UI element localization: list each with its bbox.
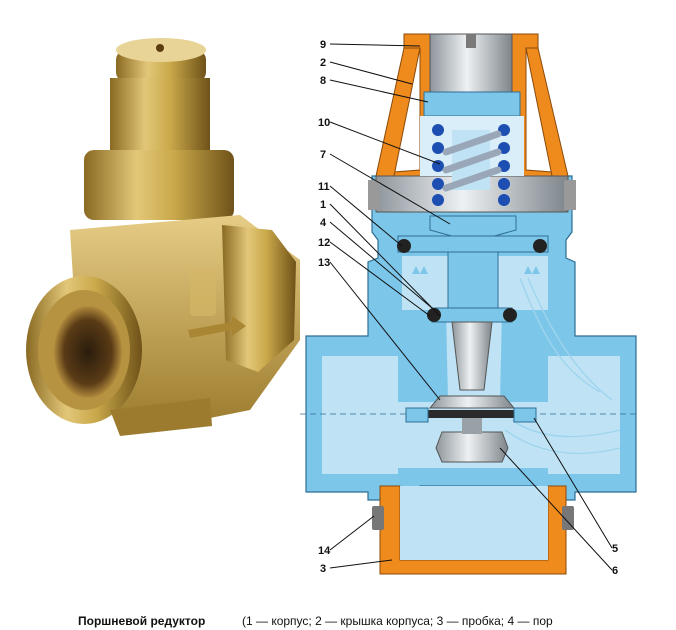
- callout-8: 8: [320, 75, 326, 87]
- brass-valve-photo: [26, 38, 300, 436]
- callout-4: 4: [320, 217, 327, 229]
- callout-7: 7: [320, 149, 326, 161]
- figure-caption: Поршневой редуктор (1 — корпус; 2 — крыш…: [78, 614, 676, 628]
- callout-9: 9: [320, 39, 326, 51]
- callout-1: 1: [320, 199, 326, 211]
- cross-section-diagram: [300, 33, 640, 575]
- flow-lines: [504, 277, 621, 455]
- callout-14: 14: [318, 545, 331, 557]
- callout-11: 11: [318, 181, 330, 193]
- caption-legend: (1 — корпус; 2 — крышка корпуса; 3 — про…: [241, 614, 553, 628]
- callout-2: 2: [320, 57, 326, 69]
- callout-3: 3: [320, 563, 326, 575]
- callout-13: 13: [318, 257, 330, 269]
- callout-leaders: [329, 43, 613, 571]
- callout-6: 6: [612, 565, 618, 577]
- callout-12: 12: [318, 237, 330, 249]
- callout-5: 5: [612, 543, 618, 555]
- caption-title: Поршневой редуктор: [78, 614, 206, 628]
- callout-10: 10: [318, 117, 330, 129]
